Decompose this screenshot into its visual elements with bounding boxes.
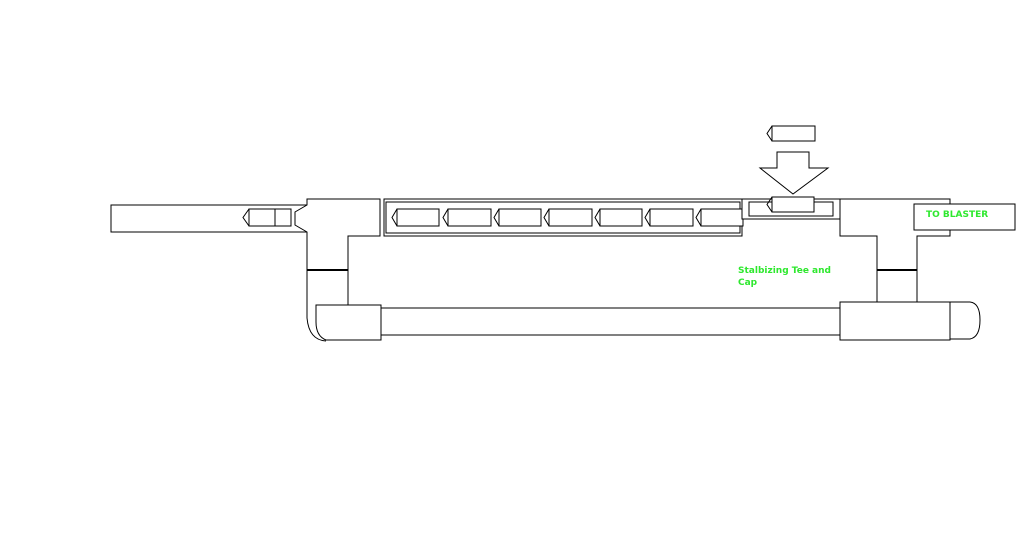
insert-arrow: [758, 151, 830, 195]
to-blaster-label: TO BLASTER: [926, 210, 988, 220]
stabilizing-label-line2: Cap: [738, 278, 758, 288]
left-down-pipe: [306, 270, 327, 342]
incoming-dart: [766, 125, 816, 142]
blaster-outlet: [913, 203, 1016, 231]
left-barrel-dart: [242, 208, 292, 227]
left-tee-fitting: [294, 198, 381, 271]
end-cap: [949, 301, 981, 340]
magazine-darts: [391, 208, 744, 227]
dart: [695, 208, 744, 227]
stabilizing-label-line1: Stalbizing Tee and: [738, 266, 831, 276]
loading-dart: [766, 196, 815, 213]
bottom-return-pipe: [380, 307, 841, 336]
dart: [543, 208, 593, 227]
left-elbow: [315, 304, 382, 341]
dart: [442, 208, 492, 227]
dart: [594, 208, 643, 227]
dart: [493, 208, 542, 227]
right-bottom-fitting: [839, 301, 951, 341]
dart: [391, 208, 440, 227]
dart: [644, 208, 694, 227]
